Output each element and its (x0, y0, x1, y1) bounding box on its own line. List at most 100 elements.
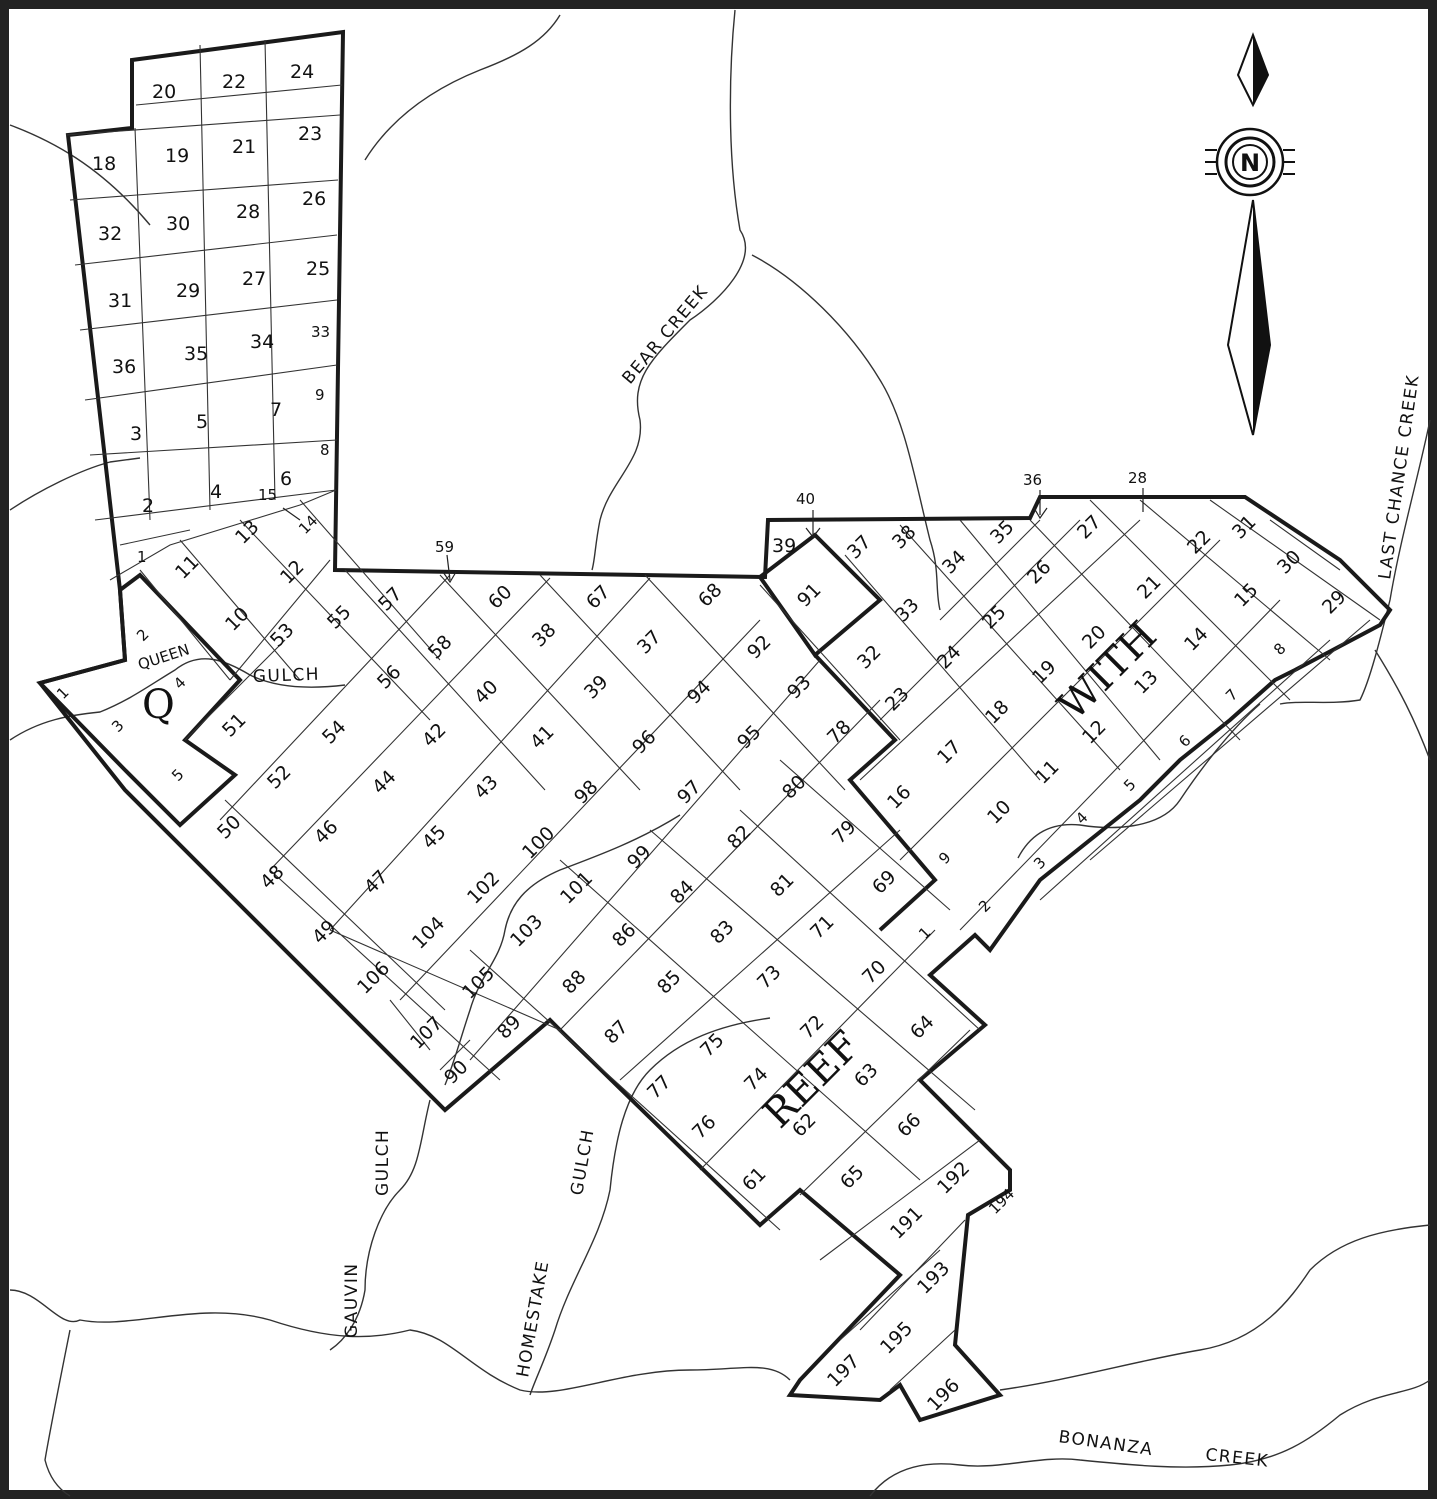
claim-label: 19 (165, 145, 189, 167)
claim-label: 7 (1222, 685, 1241, 704)
south-west-line (44, 1329, 71, 1497)
north-arrow-icon: N (1205, 32, 1295, 436)
claim-label: 26 (1023, 556, 1056, 589)
claim-label: 101 (556, 867, 597, 908)
claim-label: 29 (1318, 586, 1351, 619)
claim-label: 11 (171, 551, 204, 584)
claim-label: 32 (853, 641, 886, 674)
claim-label: 46 (310, 816, 343, 849)
claim-label: 3 (1030, 853, 1049, 872)
creek-west2-line (9, 457, 141, 511)
claim-label: 41 (526, 721, 559, 754)
claim-label: 98 (570, 776, 603, 809)
claim-label: 4 (210, 481, 222, 503)
claim-label: 82 (723, 821, 756, 854)
claim-label: 65 (836, 1161, 869, 1194)
claim-label: 106 (353, 957, 394, 998)
claim-label: 52 (263, 761, 296, 794)
claim-label: 5 (1120, 775, 1139, 794)
claim-label: 29 (176, 280, 200, 302)
gauvin-gulch-line (329, 1099, 431, 1351)
claim-label: 43 (470, 771, 503, 804)
claim-label: 7 (270, 399, 282, 421)
claim-label: 38 (888, 521, 921, 554)
bear-creek-line (591, 9, 747, 571)
claim-label: 94 (683, 676, 716, 709)
claim-label: 88 (558, 966, 591, 999)
claim-label: 76 (688, 1111, 721, 1144)
claim-label: 194 (985, 1185, 1018, 1218)
claim-label: 2 (975, 896, 994, 915)
claim-label: 9 (315, 386, 325, 404)
claim-label: 66 (893, 1109, 926, 1142)
claim-label: 30 (166, 213, 190, 235)
claim-label: 8 (1270, 639, 1289, 658)
claim-label: 35 (184, 343, 208, 365)
claim-label: 35 (986, 516, 1019, 549)
claim-label: 192 (933, 1157, 974, 1198)
claim-label: 64 (906, 1011, 939, 1044)
claim-label: 3 (130, 423, 142, 445)
claim-label: 23 (881, 683, 914, 716)
q-block-boundary (36, 572, 243, 828)
bear-creek-label: BEAR CREEK (619, 281, 713, 388)
claim-label: 193 (913, 1257, 954, 1298)
claim-label: 20 (152, 81, 176, 103)
claim-label: 100 (518, 822, 559, 863)
claim-label: 49 (308, 916, 341, 949)
claim-label: 84 (666, 876, 699, 909)
claim-label: 19 (1028, 656, 1061, 689)
claim-label: 69 (868, 866, 901, 899)
claim-label: 86 (608, 919, 641, 952)
north-arrow-letter: N (1240, 149, 1260, 177)
south-valley-line (9, 1289, 791, 1393)
last-chance-creek-branch-line (1374, 649, 1431, 761)
claim-label: 107 (406, 1012, 447, 1053)
claim-label: 85 (653, 966, 686, 999)
claim-label: 73 (753, 961, 786, 994)
bonanza-creek-line (869, 1379, 1431, 1497)
claim-label: 15 (1230, 579, 1263, 612)
claim-label: 6 (280, 468, 292, 490)
claim-label: 11 (1031, 756, 1064, 789)
claim-label: 42 (418, 719, 451, 752)
homestake-label: HOMESTAKE (513, 1259, 553, 1379)
claim-label: 17 (933, 736, 966, 769)
claim-label: 27 (1073, 511, 1106, 544)
northwest-claims: 20 22 24 18 19 21 23 32 30 28 26 31 29 2… (92, 61, 330, 566)
claim-label: 10 (983, 796, 1016, 829)
claim-label: 39 (580, 671, 613, 704)
streams (9, 9, 1431, 1497)
claim-label: 28 (236, 201, 260, 223)
claim-label: 68 (694, 579, 727, 612)
reef-gulch-line (444, 814, 681, 1086)
claim-label: 70 (858, 956, 891, 989)
claim-label: 36 (1023, 471, 1042, 489)
claim-label: 33 (311, 323, 330, 341)
claim-label: 60 (484, 581, 517, 614)
claim-label: 9 (935, 848, 954, 867)
claim-label: 40 (796, 490, 815, 508)
creek-nw-line (364, 14, 561, 161)
claim-label: 102 (463, 867, 504, 908)
queen-label: QUEEN (136, 640, 192, 673)
claim-label: 3 (108, 716, 127, 735)
claim-label: 2 (142, 495, 154, 517)
claim-label: 59 (435, 538, 454, 556)
claim-label: 5 (168, 765, 187, 784)
claim-label: 34 (250, 331, 274, 353)
claim-label: 26 (302, 188, 326, 210)
claim-label: 58 (424, 631, 457, 664)
claim-label: 30 (1273, 546, 1306, 579)
claim-label: 15 (258, 486, 277, 504)
claim-label: 80 (778, 771, 811, 804)
claim-label: 1 (137, 548, 147, 566)
claim-label: 33 (891, 594, 924, 627)
claim-label: 47 (360, 866, 393, 899)
claim-label: 24 (933, 641, 966, 674)
claim-label: 39 (772, 535, 796, 557)
label-leaders (282, 488, 1144, 584)
claim-label: 21 (232, 136, 256, 158)
